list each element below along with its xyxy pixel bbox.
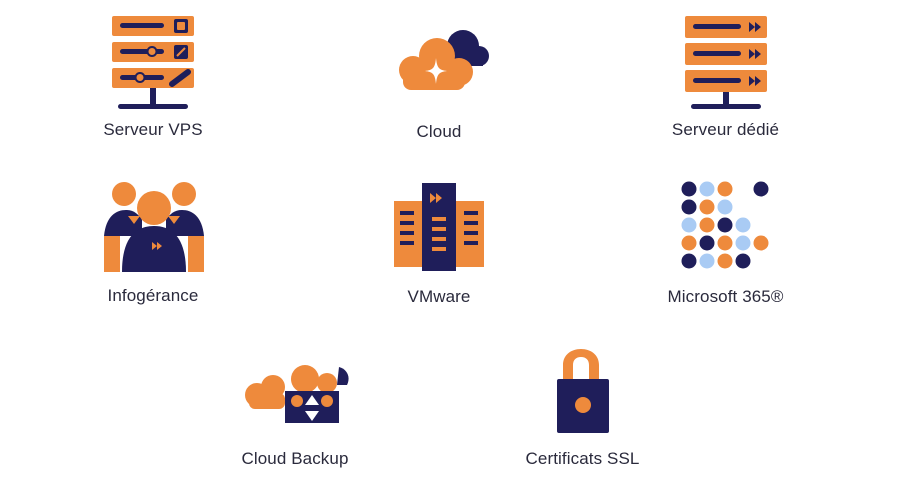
ssl-lock-icon <box>557 349 609 433</box>
service-certificats-ssl[interactable]: Certificats SSL <box>505 345 660 475</box>
dedicated-server-icon <box>685 16 767 109</box>
service-label: Cloud Backup <box>241 449 349 468</box>
microsoft-365-icon <box>681 181 769 269</box>
service-label: Infogérance <box>107 286 199 305</box>
service-serveur-dedie[interactable]: Serveur dédié <box>648 10 803 145</box>
service-label: Cloud <box>416 122 462 141</box>
service-label: Serveur dédié <box>671 120 780 139</box>
service-cloud[interactable]: Cloud <box>364 10 514 145</box>
cloud-backup-icon <box>245 365 349 423</box>
service-label: VMware <box>407 287 471 306</box>
service-vmware[interactable]: VMware <box>364 175 514 310</box>
vps-server-icon <box>112 16 194 109</box>
service-label: Serveur VPS <box>103 120 203 139</box>
managed-services-icon <box>104 182 204 272</box>
service-cloud-backup[interactable]: Cloud Backup <box>220 345 370 475</box>
cloud-icon <box>399 30 489 90</box>
service-label: Microsoft 365® <box>667 287 784 306</box>
service-infogerance[interactable]: Infogérance <box>78 175 228 310</box>
service-microsoft-365[interactable]: Microsoft 365® <box>648 175 803 310</box>
service-label: Certificats SSL <box>525 449 640 468</box>
service-serveur-vps[interactable]: Serveur VPS <box>78 10 228 145</box>
vmware-icon <box>394 183 484 271</box>
